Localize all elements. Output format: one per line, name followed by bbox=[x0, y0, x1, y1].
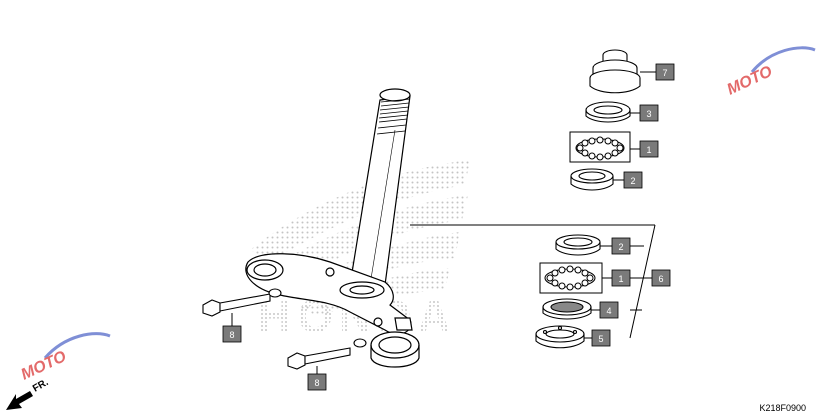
svg-text:5: 5 bbox=[598, 334, 603, 344]
dust-seal-3 bbox=[585, 101, 631, 123]
svg-text:1: 1 bbox=[618, 274, 623, 284]
bearing-race-2-lower bbox=[555, 234, 601, 256]
svg-text:4: 4 bbox=[606, 306, 611, 316]
moto-watermark-bottom: MOTO bbox=[19, 332, 111, 384]
callout-2-lower: 2 bbox=[611, 237, 631, 255]
svg-text:8: 8 bbox=[314, 378, 319, 388]
diagram-code: K218F0900 bbox=[759, 403, 806, 413]
callout-1-upper: 1 bbox=[639, 140, 659, 158]
svg-text:7: 7 bbox=[662, 68, 667, 78]
callout-4: 4 bbox=[599, 301, 619, 319]
moto-watermark-top: MOTO bbox=[725, 46, 816, 99]
callout-8-upper: 8 bbox=[222, 325, 242, 343]
steering-stem bbox=[349, 88, 411, 286]
leader-lines bbox=[231, 71, 656, 374]
svg-text:2: 2 bbox=[630, 176, 635, 186]
bolt-upper bbox=[202, 288, 282, 317]
dust-seal-5 bbox=[535, 325, 585, 349]
callout-8-lower: 8 bbox=[307, 373, 327, 391]
bolt-lower bbox=[287, 338, 367, 370]
ball-bearing-1-lower bbox=[539, 262, 603, 294]
callout-5: 5 bbox=[591, 329, 611, 347]
bearing-race-2-upper bbox=[570, 168, 614, 191]
svg-text:3: 3 bbox=[646, 109, 651, 119]
callout-1-lower: 1 bbox=[611, 269, 631, 287]
callout-6: 6 bbox=[651, 269, 671, 287]
callout-3: 3 bbox=[639, 104, 659, 122]
svg-text:1: 1 bbox=[646, 145, 651, 155]
svg-text:8: 8 bbox=[229, 330, 234, 340]
svg-text:2: 2 bbox=[618, 242, 623, 252]
svg-text:6: 6 bbox=[658, 274, 663, 284]
svg-text:MOTO: MOTO bbox=[725, 63, 776, 99]
callout-2-upper: 2 bbox=[623, 171, 643, 189]
callout-7: 7 bbox=[655, 63, 675, 81]
inner-race-4 bbox=[542, 298, 592, 320]
lower-triple-clamp bbox=[245, 253, 420, 368]
bearing-adjust-nut-7 bbox=[589, 49, 641, 94]
ball-bearing-1-upper bbox=[569, 131, 631, 163]
